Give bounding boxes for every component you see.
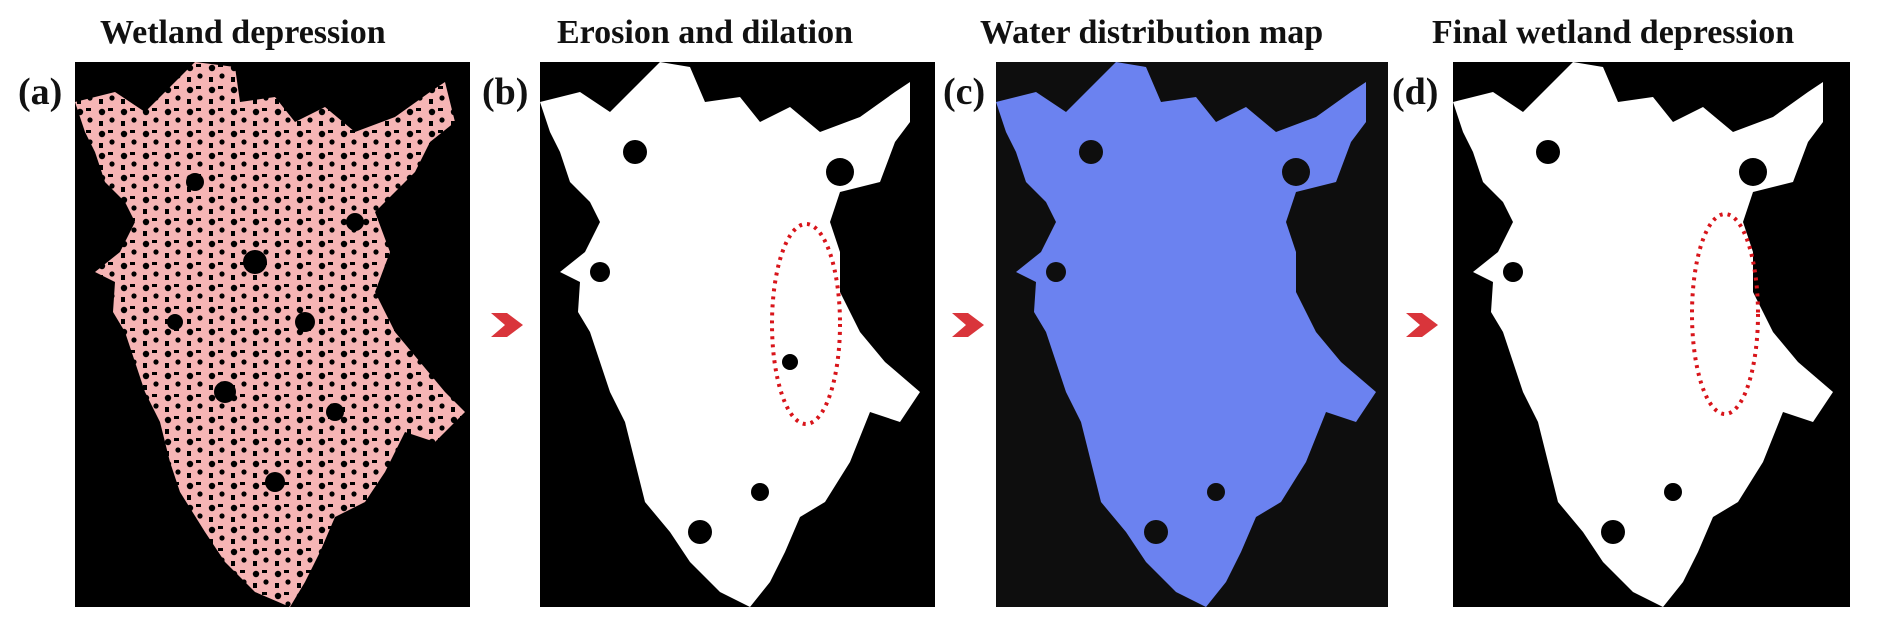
highlight-ellipse (1690, 212, 1760, 416)
final-wetland-shape (1453, 62, 1833, 607)
erosion-dilation-map (540, 62, 920, 607)
panel-c-image (996, 62, 1388, 607)
panel-d-image (1453, 62, 1850, 607)
panel-c-title: Water distribution map (980, 14, 1324, 51)
panel-d-label: (d) (1392, 71, 1439, 113)
cleaned-wetland-shape (540, 62, 920, 607)
panel-b-label: (b) (482, 71, 529, 113)
wetland-depression-map (75, 62, 465, 607)
panel-b-image (540, 62, 935, 607)
wetland-shape (75, 62, 465, 607)
water-shape (996, 62, 1376, 607)
arrow-right-icon (487, 305, 527, 345)
panel-a-title: Wetland depression (100, 14, 386, 51)
panel-d-title: Final wetland depression (1432, 14, 1795, 51)
panel-b-title: Erosion and dilation (557, 14, 854, 51)
final-wetland-map (1453, 62, 1833, 607)
panel-a-image (75, 62, 470, 607)
highlight-ellipse (770, 222, 842, 426)
panel-c-label: (c) (943, 71, 986, 113)
arrow-right-icon (948, 305, 988, 345)
arrow-right-icon (1402, 305, 1442, 345)
panel-a-label: (a) (18, 71, 63, 113)
water-distribution-map (996, 62, 1376, 607)
